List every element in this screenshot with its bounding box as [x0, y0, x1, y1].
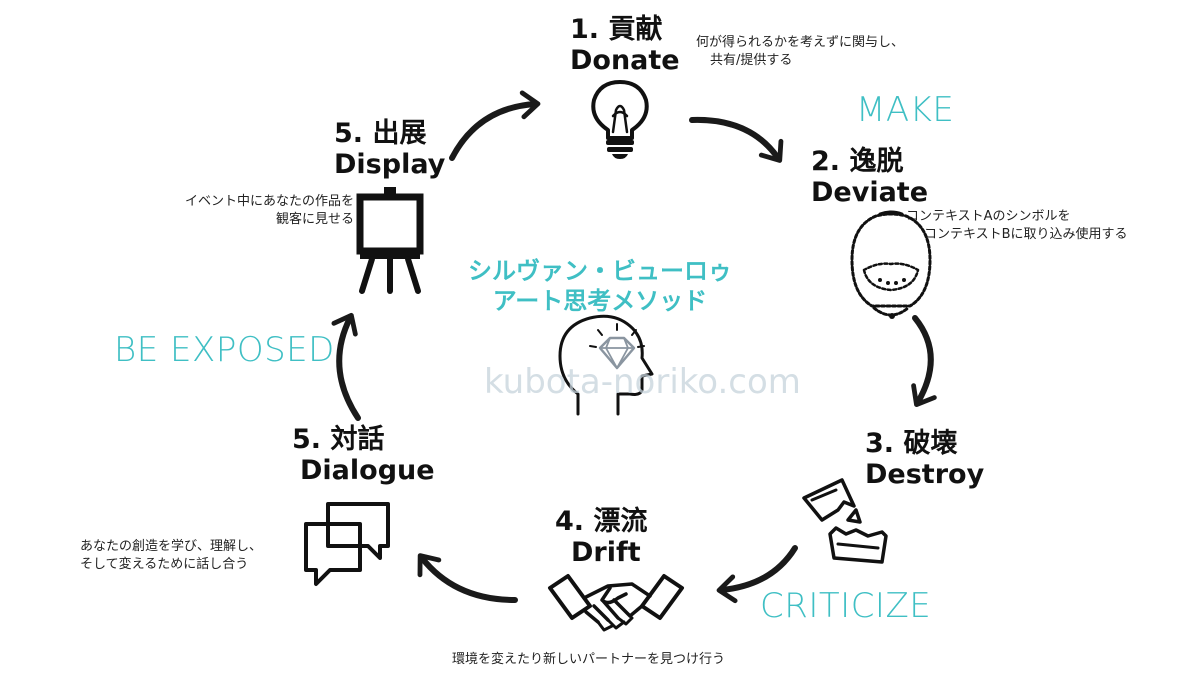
center-title: シルヴァン・ビューロゥ アート思考メソッド: [460, 256, 740, 316]
step-deviate-title-jp: 2. 逸脱: [811, 146, 904, 177]
step-deviate-desc: コンテキストAのシンボルを コンテキストBに取り込み使用する: [906, 208, 1128, 243]
step-display-title: 5. 出展 Display: [334, 118, 445, 180]
step-donate-desc: 何が得られるかを考えずに関与し、 共有/提供する: [696, 34, 904, 69]
step-donate-desc-line1: 何が得られるかを考えずに関与し、: [696, 35, 905, 50]
center-title-line2: アート思考メソッド: [492, 287, 708, 315]
arrow-drift-to-dialogue: [417, 553, 518, 603]
step-display-desc: イベント中にあなたの作品を 観客に見せる: [140, 193, 354, 228]
head-diamond-icon: [558, 314, 654, 416]
step-drift-title: 4. 漂流 Drift: [555, 506, 647, 568]
arrow-dialogue-to-display: [331, 312, 361, 421]
arrow-deviate-to-destroy: [911, 315, 937, 408]
step-destroy-title: 3. 破壊 Destroy: [865, 428, 984, 490]
phase-make-label: MAKE: [856, 90, 955, 130]
arrow-display-to-donate: [449, 90, 541, 161]
step-donate-desc-line2: 共有/提供する: [710, 52, 793, 68]
step-donate-title-jp: 1. 貢献: [570, 14, 663, 45]
step-dialogue-title: 5. 対話 Dialogue: [292, 424, 435, 486]
lightbulb-icon: [591, 80, 649, 159]
step-deviate-title: 2. 逸脱 Deviate: [811, 146, 928, 208]
handshake-icon: [548, 574, 684, 632]
arrow-donate-to-deviate: [689, 116, 784, 163]
step-display-desc-line2: 観客に見せる: [275, 211, 354, 227]
urinal-icon: [850, 210, 932, 319]
step-display-title-en: Display: [334, 149, 446, 181]
step-deviate-desc-line1: コンテキストAのシンボルを: [906, 209, 1071, 224]
step-donate-title-en: Donate: [570, 45, 680, 77]
step-dialogue-desc-line1: あなたの創造を学び、理解し、: [80, 539, 263, 554]
step-dialogue-desc-line2: そして変えるために話し合う: [80, 556, 249, 572]
step-drift-title-jp: 4. 漂流: [555, 506, 648, 537]
step-destroy-title-jp: 3. 破壊: [865, 428, 958, 459]
step-display-desc-line1: イベント中にあなたの作品を: [184, 194, 354, 209]
arrow-destroy-to-drift: [716, 545, 798, 604]
speech-bubbles-icon: [304, 502, 390, 586]
step-drift-title-en: Drift: [571, 537, 641, 569]
step-donate-title: 1. 貢献 Donate: [570, 14, 680, 76]
phase-be-exposed-label: BE EXPOSED: [114, 330, 335, 370]
step-dialogue-desc: あなたの創造を学び、理解し、 そして変えるために話し合う: [80, 538, 262, 573]
step-display-title-jp: 5. 出展: [334, 118, 427, 149]
step-drift-desc: 環境を変えたり新しいパートナーを見つけ行う: [452, 651, 725, 669]
phase-criticize-label: CRITICIZE: [760, 586, 932, 626]
step-dialogue-title-en: Dialogue: [300, 455, 435, 487]
step-destroy-title-en: Destroy: [865, 459, 985, 491]
step-dialogue-title-jp: 5. 対話: [292, 424, 385, 455]
step-drift-desc-line1: 環境を変えたり新しいパートナーを見つけ行う: [452, 652, 726, 667]
center-title-line1: シルヴァン・ビューロゥ: [468, 257, 732, 285]
torn-paper-icon: [802, 478, 888, 564]
watermark-text: kubota-noriko.com: [484, 362, 801, 402]
step-deviate-desc-line2: コンテキストBに取り込み使用する: [924, 226, 1128, 242]
step-deviate-title-en: Deviate: [811, 177, 929, 209]
easel-icon: [356, 187, 424, 294]
